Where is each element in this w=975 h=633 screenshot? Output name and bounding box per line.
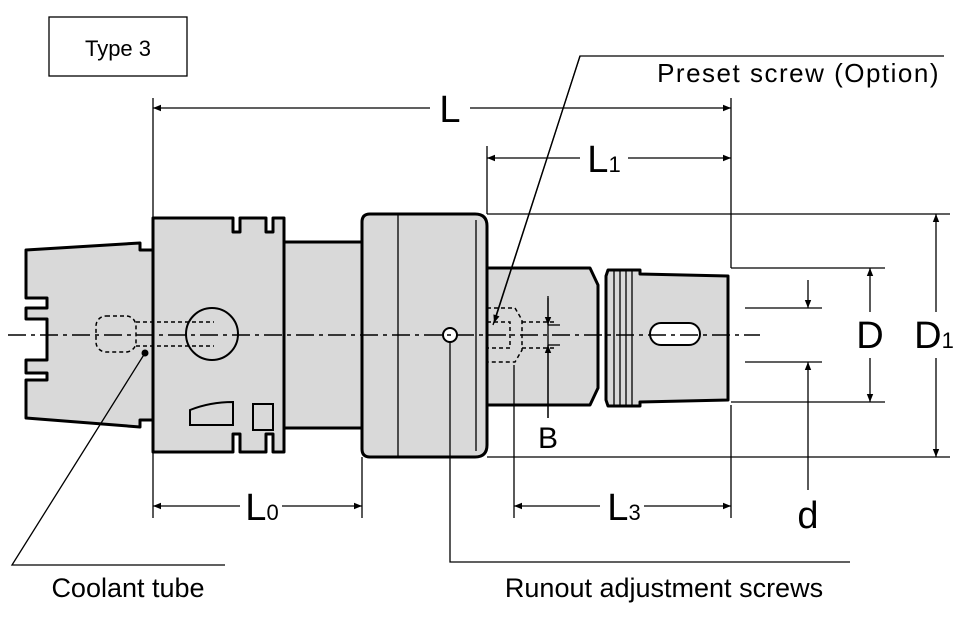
type-label-box (48, 16, 188, 77)
coolant-tube-dashed (95, 315, 137, 353)
preset-screw-arrow (493, 55, 581, 324)
flange-port (185, 307, 239, 361)
coolant-tube-label: Coolant tube (51, 573, 204, 603)
dim-D-label: D (856, 315, 883, 357)
runout-screws-label: Runout adjustment screws (505, 573, 823, 603)
preset-screw-label: Preset screw (Option) (657, 58, 940, 88)
dim-L-label: L (439, 89, 460, 131)
nose (485, 266, 600, 407)
drive-slot (189, 400, 234, 426)
preset-screw-inner (487, 321, 511, 349)
dim-L0-label: L0 (245, 487, 278, 529)
coolant-tube-leader (10, 352, 225, 566)
dim-d-label: d (797, 495, 818, 537)
flange (151, 216, 286, 454)
dim-L1-label: L1 (587, 139, 620, 181)
neck (282, 240, 364, 430)
dim-D1-label: D1 (914, 315, 954, 357)
coolant-slot (649, 322, 701, 346)
dim-L3-label: L3 (607, 487, 640, 529)
runout-screw-leader (449, 342, 850, 563)
type-label: Type 3 (85, 36, 151, 61)
drive-key (252, 403, 274, 431)
dim-B-label: B (538, 422, 558, 455)
